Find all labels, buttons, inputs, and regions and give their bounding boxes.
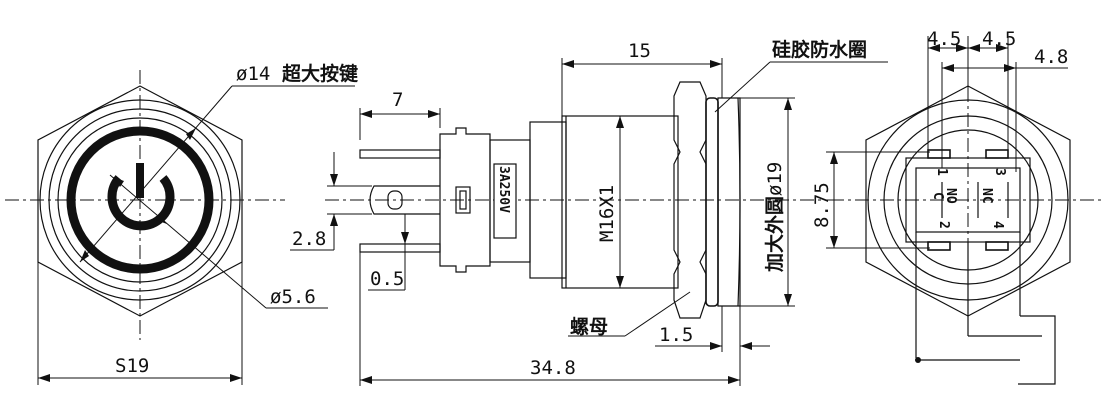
- thread-label: M16X1: [596, 185, 618, 242]
- outer-dia-label: ø19: [764, 162, 786, 196]
- icon-dia-label: ø5.6: [270, 286, 316, 308]
- seal-label: 硅胶防水圈: [772, 38, 867, 61]
- side-view: [290, 58, 888, 386]
- front-view: [5, 70, 355, 385]
- button-name-label: 超大按键: [281, 62, 358, 85]
- thick-0-5-label: 0.5: [370, 268, 404, 290]
- rear-view: [826, 36, 1105, 385]
- gap-4-5-a-label: 4.5: [927, 28, 961, 50]
- button-dia-label: ø14: [236, 63, 270, 85]
- terminal-3-label: 3: [992, 168, 1007, 176]
- gap-4-5-b-label: 4.5: [982, 28, 1016, 50]
- nut-label: 螺母: [570, 316, 608, 338]
- terminal-2-label: 2: [936, 221, 951, 229]
- hex-size-label: S19: [115, 355, 149, 377]
- terminal-4-label: 4: [990, 221, 1005, 229]
- len-1-5-label: 1.5: [659, 324, 693, 346]
- enlarge-label: 加大外圆: [763, 196, 786, 273]
- rating-label: 3A250V: [496, 166, 511, 213]
- terminal-nc-label: NC: [979, 188, 994, 204]
- terminal-1-label: 1: [934, 168, 949, 176]
- len-15-label: 15: [628, 40, 651, 62]
- height-8-75-label: 8.75: [811, 182, 833, 228]
- gap-4-8-label: 4.8: [1034, 46, 1068, 68]
- total-len-label: 34.8: [530, 357, 576, 379]
- terminal-no-label: NO: [943, 188, 958, 204]
- led-ring: [66, 126, 214, 274]
- pitch-2-8-label: 2.8: [292, 228, 326, 250]
- len-7-label: 7: [392, 89, 403, 111]
- power-icon: [107, 175, 175, 231]
- terminal-c-label: C: [930, 192, 945, 200]
